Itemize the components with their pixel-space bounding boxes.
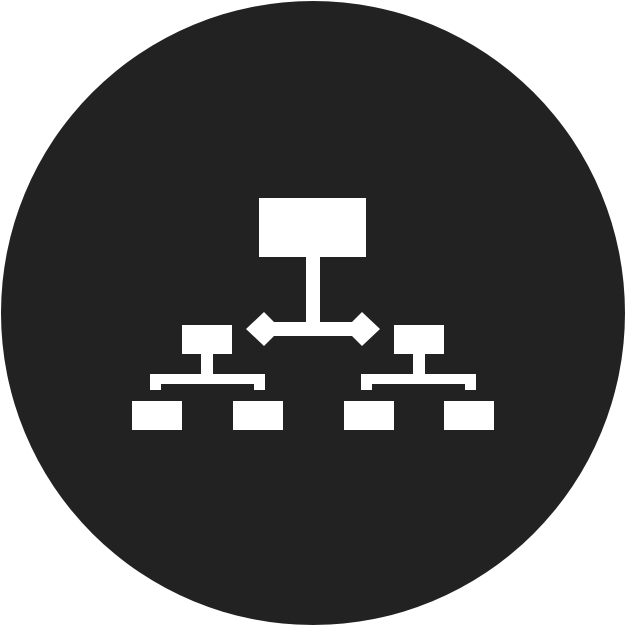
- left-arrow-head: [246, 312, 274, 346]
- left-branch-bar: [150, 374, 265, 390]
- right-arrow-head: [352, 312, 380, 346]
- right-mid-node: [394, 325, 444, 354]
- right-leaf-node-1: [344, 401, 394, 430]
- left-mid-node: [182, 325, 232, 354]
- right-leaf-node-2: [444, 401, 494, 430]
- right-mid-stem: [413, 354, 425, 374]
- top-node: [259, 198, 366, 257]
- right-branch-bar: [361, 374, 476, 390]
- arrow-shaft: [262, 322, 364, 336]
- left-leaf-node-1: [132, 401, 182, 430]
- left-mid-stem: [201, 354, 213, 374]
- top-stem: [306, 257, 320, 329]
- hierarchy-glyph: [132, 198, 494, 430]
- left-leaf-node-2: [233, 401, 283, 430]
